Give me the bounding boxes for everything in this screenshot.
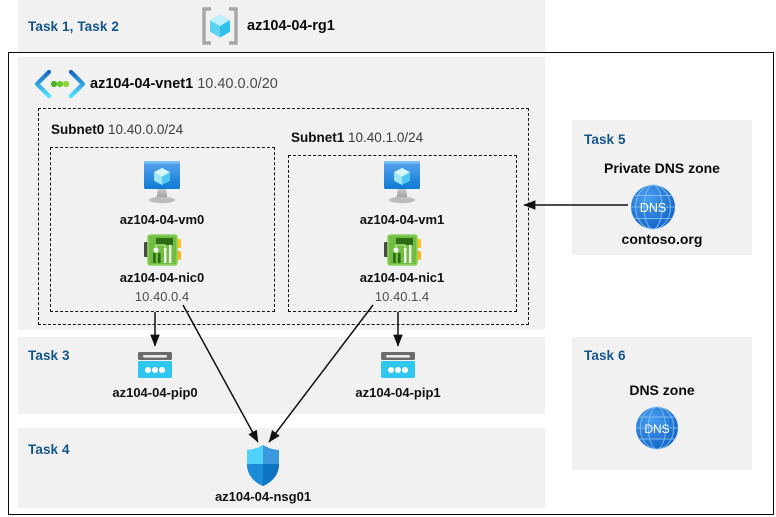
pip0-label: az104-04-pip0 — [112, 385, 198, 400]
task4-label: Task 4 — [28, 442, 70, 457]
task6-label: Task 6 — [584, 348, 626, 363]
virtual-machine-icon — [374, 159, 430, 209]
dns-zone-icon: DNS — [635, 406, 679, 450]
dns-icon-text: DNS — [640, 201, 666, 215]
vnet-name: az104-04-vnet1 — [90, 76, 194, 92]
subnet0-resources-box — [50, 147, 275, 312]
private-dns-zone-name: contoso.org — [621, 231, 703, 247]
subnet1-resources-box — [288, 155, 517, 312]
nic1-label: az104-04-nic1 — [359, 270, 445, 285]
subnet1-title: Subnet1 10.40.1.0/24 — [291, 130, 423, 145]
vnet-panel — [18, 57, 545, 330]
private-dns-zone-heading: Private DNS zone — [604, 160, 720, 176]
public-ip-address-icon — [379, 350, 417, 382]
resource-group-name: az104-04-rg1 — [247, 18, 335, 34]
dns-zone-icon: DNS — [630, 184, 676, 230]
task3-panel — [18, 337, 545, 414]
subnet1-prefix: 10.40.1.0/24 — [348, 130, 424, 145]
nic1-ip: 10.40.1.4 — [374, 289, 430, 304]
task1-task2-panel — [18, 0, 545, 52]
vnet-title: az104-04-vnet1 10.40.0.0/20 — [90, 76, 278, 92]
nic0-ip: 10.40.0.4 — [134, 289, 190, 304]
network-interface-icon — [384, 234, 421, 267]
subnet0-title: Subnet0 10.40.0.0/24 — [51, 122, 183, 137]
subnet0-prefix: 10.40.0.0/24 — [108, 122, 184, 137]
vm1-label: az104-04-vm1 — [359, 212, 445, 227]
task3-label: Task 3 — [28, 348, 70, 363]
task1-task2-label: Task 1, Task 2 — [28, 19, 119, 34]
nic0-label: az104-04-nic0 — [119, 270, 205, 285]
virtual-network-icon — [34, 69, 86, 99]
pip1-label: az104-04-pip1 — [355, 385, 441, 400]
virtual-machine-icon — [134, 159, 190, 209]
nsg-label: az104-04-nsg01 — [214, 489, 312, 504]
subnet0-name: Subnet0 — [51, 122, 105, 137]
dns-zone-heading: DNS zone — [629, 382, 695, 398]
dns-icon-text: DNS — [644, 422, 669, 436]
network-security-group-icon — [245, 444, 281, 488]
subnet1-name: Subnet1 — [291, 130, 345, 145]
network-interface-icon — [144, 234, 181, 267]
vm0-label: az104-04-vm0 — [119, 212, 205, 227]
vnet-address-space: 10.40.0.0/20 — [197, 76, 278, 92]
task5-label: Task 5 — [584, 132, 626, 147]
resource-group-icon — [200, 7, 240, 45]
public-ip-address-icon — [136, 350, 174, 382]
